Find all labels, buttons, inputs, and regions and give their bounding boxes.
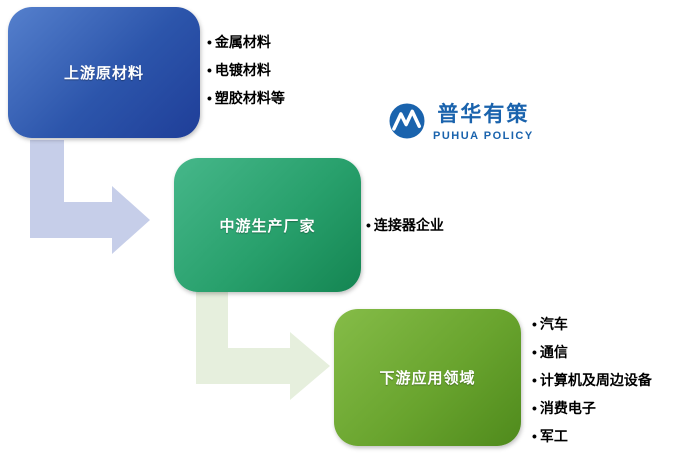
upstream-item-list: 金属材料 电镀材料 塑胶材料等: [207, 28, 285, 112]
list-item: 电镀材料: [207, 56, 285, 84]
list-item: 计算机及周边设备: [532, 366, 652, 394]
list-item: 金属材料: [207, 28, 285, 56]
downstream-item-list: 汽车 通信 计算机及周边设备 消费电子 军工: [532, 310, 652, 450]
list-item: 消费电子: [532, 394, 652, 422]
logo-title: 普华有策: [437, 103, 530, 126]
box-midstream-label: 中游生产厂家: [219, 217, 316, 235]
box-midstream: 中游生产厂家: [174, 158, 361, 292]
list-item: 连接器企业: [366, 211, 444, 239]
box-upstream-label: 上游原材料: [63, 65, 144, 82]
arrow-midstream-to-downstream-icon: [196, 290, 330, 400]
box-downstream: 下游应用领域: [334, 309, 521, 446]
puhua-logo-icon: [387, 101, 427, 141]
list-item: 汽车: [532, 310, 652, 338]
list-item: 通信: [532, 338, 652, 366]
midstream-item-list: 连接器企业: [366, 211, 444, 239]
box-upstream: 上游原材料: [8, 7, 200, 138]
logo-text: 普华有策 PUHUA POLICY: [433, 100, 534, 142]
logo-subtitle: PUHUA POLICY: [433, 130, 534, 142]
list-item: 塑胶材料等: [207, 84, 285, 112]
box-downstream-label: 下游应用领域: [379, 370, 476, 387]
puhua-policy-logo: 普华有策 PUHUA POLICY: [386, 100, 534, 142]
arrow-upstream-to-midstream-icon: [30, 140, 150, 254]
list-item: 军工: [532, 422, 652, 450]
